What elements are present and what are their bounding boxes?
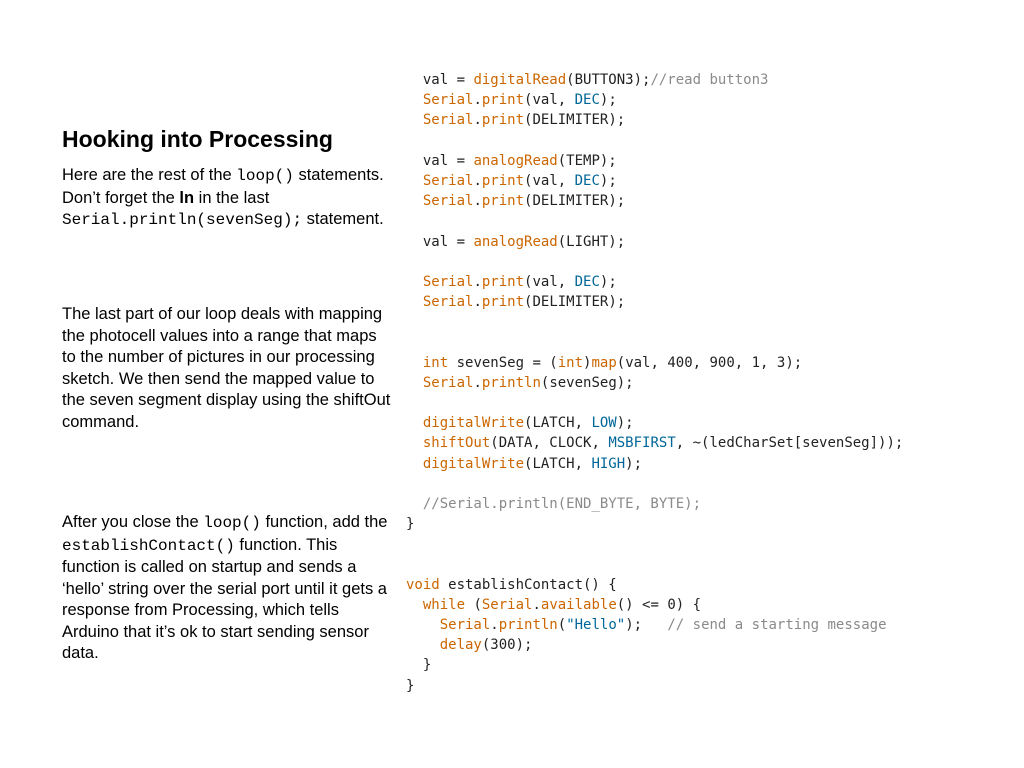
code-line: } (406, 677, 415, 694)
code-line-blank (406, 211, 1006, 231)
code-line-blank (406, 474, 1006, 494)
code-line-blank (406, 393, 1006, 413)
code-line-blank (406, 332, 1006, 352)
paragraph-mapping: The last part of our loop deals with map… (62, 305, 391, 431)
inline-code-println: Serial.println(sevenSeg); (62, 211, 303, 229)
code-line: Serial.print(val, DEC); (422, 172, 617, 189)
code-line: int sevenSeg = (int)map(val, 400, 900, 1… (422, 354, 803, 371)
paragraph-loop-statements: Here are the rest of the loop() statemen… (62, 166, 384, 229)
code-line: Serial.println(sevenSeg); (422, 374, 634, 391)
slide-title: Hooking into Processing (62, 126, 333, 152)
code-line: //Serial.println(END_BYTE, BYTE); (422, 495, 702, 512)
code-line: Serial.println("Hello"); // send a start… (439, 617, 887, 634)
code-line: Serial.print(DELIMITER); (422, 112, 626, 129)
code-line: } (406, 657, 432, 674)
code-line: while (Serial.available() <= 0) { (422, 596, 702, 613)
inline-code-loop: loop() (236, 167, 294, 185)
code-line: digitalWrite(LATCH, LOW); (422, 415, 634, 432)
code-line: val = digitalRead(BUTTON3);//read button… (406, 72, 769, 88)
code-line: Serial.print(val, DEC); (422, 273, 617, 290)
code-line: shiftOut(DATA, CLOCK, MSBFIRST, ~(ledCha… (422, 435, 904, 452)
paragraph-establish-contact: After you close the loop() function, add… (62, 513, 388, 662)
code-line: Serial.print(DELIMITER); (422, 294, 626, 311)
code-listing: val = digitalRead(BUTTON3);//read button… (406, 70, 1006, 696)
code-line-blank (406, 555, 1006, 575)
code-line: Serial.print(val, DEC); (422, 92, 617, 109)
code-line: Serial.print(DELIMITER); (422, 193, 626, 210)
bold-ln: ln (179, 188, 195, 207)
code-line-blank (406, 252, 1006, 272)
code-line: } (406, 516, 415, 533)
code-line: val = analogRead(LIGHT); (406, 233, 626, 250)
inline-code-loop-2: loop() (203, 514, 261, 532)
code-line: val = analogRead(TEMP); (406, 152, 617, 169)
code-line: delay(300); (439, 637, 533, 654)
code-line: void establishContact() { (406, 576, 617, 593)
code-line-blank (406, 131, 1006, 151)
code-line: digitalWrite(LATCH, HIGH); (422, 455, 643, 472)
code-line-blank (406, 312, 1006, 332)
code-line-blank (406, 534, 1006, 554)
inline-code-establish-contact: establishContact() (62, 536, 235, 555)
